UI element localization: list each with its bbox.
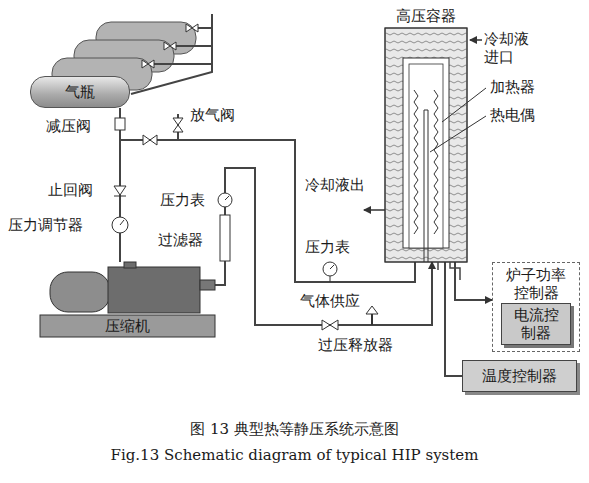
current-controller-box: 电流控制器: [501, 303, 571, 345]
node-label: 炉子功率控制器: [505, 266, 567, 302]
power-controller-box: 炉子功率控制器电流控制器: [492, 262, 580, 352]
vessel-wires: [438, 262, 460, 280]
part-label: 压力表: [160, 191, 205, 209]
node-label: 压缩机: [105, 317, 150, 335]
coolant-arrow: [470, 39, 482, 41]
part-label: 热电偶: [490, 106, 535, 124]
relief-valve: [366, 306, 378, 325]
reducing-valve: [115, 118, 125, 130]
filter: [220, 215, 230, 261]
leader-line: [442, 88, 486, 122]
compressor: [40, 315, 215, 337]
vent-valve: [173, 118, 183, 132]
part-label: 压力表: [305, 238, 350, 256]
node-label: 温度控制器: [482, 367, 557, 385]
pressure-gauge: [323, 262, 337, 282]
compressor: 压缩机: [40, 262, 215, 337]
caption-text: 图 13 典型热等静压系统示意图: [0, 420, 589, 438]
pressure-gauge: [225, 196, 229, 200]
thermocouple: [424, 110, 428, 262]
vent-valve: [173, 118, 183, 132]
node-label: 气瓶: [65, 83, 95, 101]
cylinder-valve: [142, 24, 198, 68]
part-label: 加热器: [490, 78, 535, 96]
pressure-vessel: [385, 28, 467, 262]
relief-valve: [371, 314, 373, 325]
check-valve: [114, 196, 126, 197]
pressure-vessel: [409, 64, 443, 248]
heater: [434, 90, 438, 234]
pipe-connector: [120, 108, 415, 282]
part-label: 压力调节器: [8, 216, 83, 234]
filter: [220, 215, 230, 261]
temperature-controller-box: 温度控制器: [462, 360, 577, 392]
pressure-vessel: [385, 28, 467, 262]
node-label: 电流控制器: [513, 306, 559, 342]
line-valve: [143, 135, 157, 145]
compressor: [108, 267, 200, 313]
part-label: 气体供应: [300, 292, 360, 310]
heater: [414, 90, 438, 234]
gas-manifold: [131, 14, 212, 94]
pressure-gauge: [218, 193, 232, 207]
compressor: [200, 280, 215, 290]
pressure-vessel: [403, 58, 449, 248]
cylinder-valve: [164, 42, 176, 50]
pressure-gauge: [330, 276, 331, 282]
compressor: [40, 262, 215, 337]
gas-manifold: [131, 14, 212, 94]
leader-line: [430, 116, 486, 152]
pressure-regulator: [120, 220, 124, 225]
pressure-gauge: [323, 262, 337, 276]
caption-text: Fig.13 Schematic diagram of typical HIP …: [0, 446, 589, 464]
pressure-vessel: 高压容器: [385, 5, 467, 262]
coolant-arrow: [364, 40, 482, 210]
compressor: [124, 262, 136, 268]
vessel-wires: [438, 262, 460, 280]
pressure-regulator: [112, 217, 128, 233]
part-label: 过滤器: [158, 231, 203, 249]
gas-cylinder: 气瓶: [30, 76, 130, 108]
pressure-vessel: [385, 28, 467, 262]
pressure-gauge: [330, 265, 334, 269]
part-label: 减压阀: [46, 117, 91, 135]
gas-manifold: [150, 28, 212, 64]
node-label: 高压容器: [396, 7, 456, 25]
part-label: 止回阀: [48, 181, 93, 199]
thermocouple: [424, 110, 428, 262]
compressor: [50, 272, 110, 312]
reducing-valve: [115, 118, 125, 130]
pressure-regulator: [112, 217, 128, 233]
leader-line: [430, 88, 486, 152]
part-label: 冷却液进口: [484, 30, 532, 66]
cylinder-valve: [186, 24, 198, 32]
pressure-gauge: [218, 193, 232, 207]
gas-supply-valve: [322, 320, 338, 330]
cylinder-valve: [142, 60, 154, 68]
gas-supply-valve: [322, 320, 338, 330]
part-label: 过压释放器: [318, 336, 393, 354]
coolant-arrow: [364, 209, 385, 211]
check-valve: [114, 186, 126, 195]
line-valve: [143, 135, 157, 145]
relief-valve: [366, 306, 378, 314]
heater: [414, 90, 418, 234]
part-label: 冷却液出: [305, 176, 365, 194]
check-valve: [114, 186, 126, 196]
part-label: 放气阀: [190, 106, 235, 124]
